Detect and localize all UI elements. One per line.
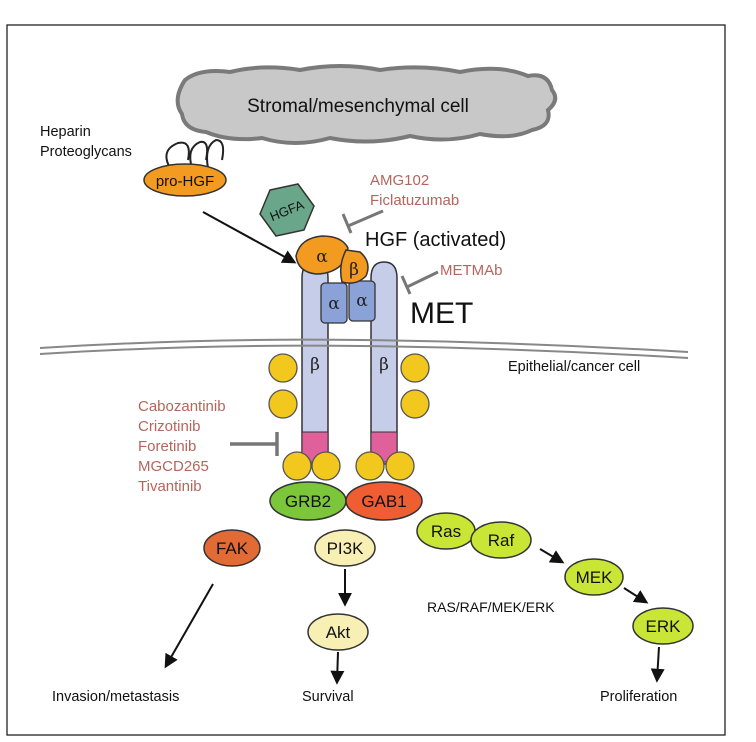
akt-to-survival-arrow [330,651,345,685]
outcome-proliferation: Proliferation [600,689,677,705]
hgf-beta-symbol: β [349,260,359,280]
met-alpha-right-symbol: α [356,291,368,311]
pro-hgf-label: pro-HGF [156,173,214,190]
gab1-label: GAB1 [361,492,406,511]
pro-hgf: pro-HGF [143,163,227,197]
met-alpha-subunit-right [348,280,376,322]
hgfa-protease: HGFA [259,183,315,237]
kinase-inhibitor-tivantinib: Tivantinib [138,478,202,495]
erk-label: ERK [646,617,682,636]
proteoglycan-loops [165,138,225,169]
cleavage-arrow [202,211,297,264]
kinase-inhibitor-cabozantinib: Cabozantinib [138,398,226,415]
kinase-inhibitor-foretinib: Foretinib [138,438,196,455]
hgf-activated-label: HGF (activated) [365,229,506,251]
metmab-inhibition-bar [400,270,439,295]
hgf-activated: α β [295,235,369,284]
stromal-cell-label: Stromal/mesenchymal cell [247,96,469,117]
met-inhibitor-metmab: METMAb [440,262,503,279]
met-receptor: α α β β [301,261,398,465]
kinase-inhibition-bar [230,432,279,456]
stromal-cell: Stromal/mesenchymal cell [175,64,558,145]
docking-sites [268,353,430,481]
erk: ERK [632,607,694,645]
pi3k: PI3K [314,529,376,567]
hgf-alpha-symbol: α [316,247,328,267]
outcome-survival: Survival [302,689,354,705]
fak-label: FAK [216,539,249,558]
ras-raf-mek-erk-pathway-label: RAS/RAF/MEK/ERK [427,599,555,615]
cell-membrane [39,338,689,359]
gab1: GAB1 [345,481,423,521]
met-beta-right-symbol: β [379,355,389,375]
raf-to-mek-arrow [539,548,565,564]
fak: FAK [203,529,261,567]
heparin-label-line2: Proteoglycans [40,144,132,160]
raf: Raf [470,521,532,559]
grb2-label: GRB2 [285,492,331,511]
outcome-invasion-metastasis: Invasion/metastasis [52,689,179,705]
hgf-beta-chain [339,249,369,284]
hgf-inhibitor-ficlatuzumab: Ficlatuzumab [370,192,459,209]
met-alpha-subunit-left [320,282,348,324]
heparin-label-line1: Heparin [40,124,91,140]
mek-label: MEK [576,568,614,587]
hgf-inhibition-bar [341,209,384,234]
met-beta-left-symbol: β [310,355,320,375]
met-label: MET [410,297,473,330]
mek: MEK [564,558,624,596]
kinase-inhibitor-mgcd265: MGCD265 [138,458,209,475]
ras-label: Ras [431,522,461,541]
grb2: GRB2 [269,481,347,521]
ras: Ras [416,512,476,550]
kinase-inhibitor-crizotinib: Crizotinib [138,418,201,435]
met-alpha-left-symbol: α [328,294,340,314]
epithelial-cell-label: Epithelial/cancer cell [508,359,640,375]
hgf-inhibitor-amg102: AMG102 [370,172,429,189]
akt: Akt [307,613,369,651]
mek-to-erk-arrow [623,587,649,604]
fak-to-invasion-arrow [164,583,214,669]
raf-label: Raf [488,531,515,550]
akt-label: Akt [326,623,351,642]
pi3k-label: PI3K [327,539,365,558]
erk-to-proliferation-arrow [650,646,665,683]
